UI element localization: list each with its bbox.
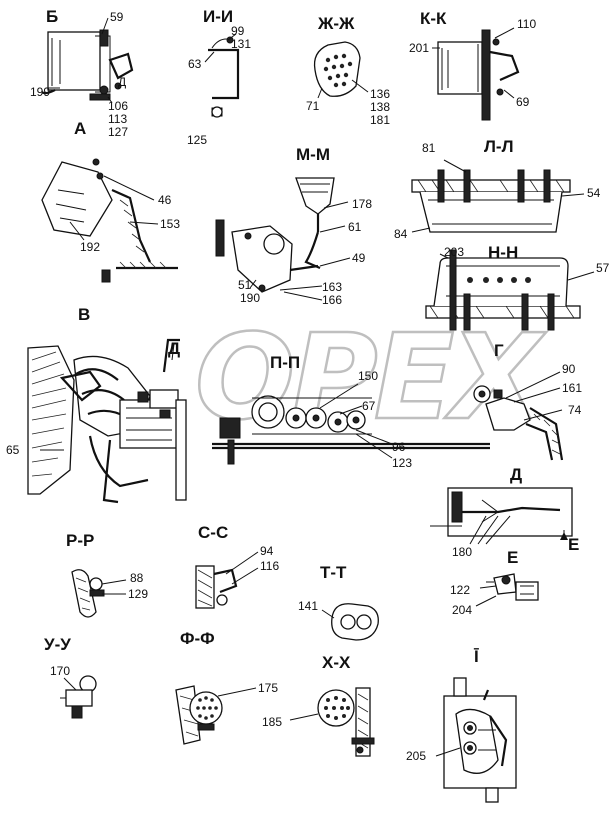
callout-163: 163 [322,280,342,294]
callout-63: 63 [188,57,202,71]
callout-106: 106 [108,99,128,113]
callout-203: 203 [444,245,464,259]
callout-166: 166 [322,293,342,307]
callout-150: 150 [358,369,378,383]
callout-94: 94 [260,544,274,558]
view-b [41,17,134,104]
section-label-kk: К-К [420,9,447,28]
callout-54: 54 [587,186,601,200]
section-label-tt: Т-Т [320,563,347,582]
section-label-zhzh: Ж-Ж [317,14,355,33]
callout-69: 69 [516,95,530,109]
callout-170: 170 [50,664,70,678]
view-e [475,573,539,607]
section-label-pp: П-П [270,353,300,372]
view-rr [71,569,127,618]
view-ii [204,33,240,118]
callout-136: 136 [370,87,390,101]
callout-57: 57 [596,261,610,275]
callout-122: 122 [450,583,470,597]
section-label-i: Ī [473,647,479,666]
callout-90: 90 [562,362,576,376]
callout-153: 153 [160,217,180,231]
section-label-ff: Ф-Ф [180,629,215,648]
callout-65: 65 [6,443,20,457]
callout-129: 129 [128,587,148,601]
view-ss [195,551,259,609]
section-label-nn: Н-Н [488,243,518,262]
section-label-uu: У-У [44,635,71,654]
view-uu [60,675,97,719]
section-label-e: Е [507,548,518,567]
callout-116: 116 [260,559,279,573]
callout-204: 204 [452,603,472,617]
callout-181: 181 [370,113,390,127]
section-label-v: В [78,305,90,324]
view-zhzh [313,41,369,99]
section-label-rr: Р-Р [66,531,94,550]
callout-71: 71 [306,99,320,113]
section-label-d-top: Д [168,339,180,358]
callout-127: 127 [108,125,128,139]
callout-49: 49 [352,251,366,265]
callout-51: 51 [238,278,252,292]
callout-d-small: Д [118,75,126,89]
view-b-housing [47,31,101,91]
callout-180: 180 [452,545,472,559]
callout-141: 141 [298,599,318,613]
callout-96: 96 [392,440,406,454]
view-ff [175,685,257,745]
view-hh [289,687,375,757]
callout-190: 190 [240,291,260,305]
callout-59: 59 [110,10,124,24]
view-kk [432,27,520,121]
callout-178: 178 [352,197,372,211]
view-ll [411,159,585,233]
callout-192: 192 [80,240,100,254]
callout-113: 113 [108,112,127,126]
section-label-ll: Л-Л [484,137,514,156]
section-label-mm: М-М [296,145,330,164]
callout-175: 175 [258,681,278,695]
callout-61: 61 [348,220,362,234]
callout-84: 84 [394,227,408,241]
section-label-hh: Х-Х [322,653,351,672]
callout-81: 81 [422,141,436,155]
callout-74: 74 [568,403,582,417]
callout-138: 138 [370,100,390,114]
section-label-a: А [74,119,86,138]
callout-46: 46 [158,193,172,207]
callout-185: 185 [262,715,282,729]
section-label-d: Д [510,465,522,484]
section-label-g: Г [494,341,504,360]
view-i [435,677,517,803]
callout-161: 161 [562,381,582,395]
view-v [27,338,187,504]
section-label-b: Б [46,7,58,26]
view-nn [425,249,595,331]
callout-123: 123 [392,456,412,470]
section-label-ii: И-И [203,7,233,26]
callout-201: 201 [409,41,429,55]
view-g [473,371,564,461]
callout-125: 125 [187,133,207,147]
callout-67: 67 [362,399,376,413]
callout-88: 88 [130,571,144,585]
view-a [41,158,178,283]
callout-99: 99 [231,24,245,38]
callout-110: 110 [517,17,536,31]
section-label-ss: С-С [198,523,228,542]
callout-199: 199 [30,85,50,99]
section-label-e-arrow: Е [568,535,579,554]
callout-205: 205 [406,749,426,763]
view-d [430,487,573,545]
view-mm [215,177,351,301]
view-pp [212,383,490,465]
callout-131: 131 [231,37,251,51]
view-tt [321,603,379,641]
